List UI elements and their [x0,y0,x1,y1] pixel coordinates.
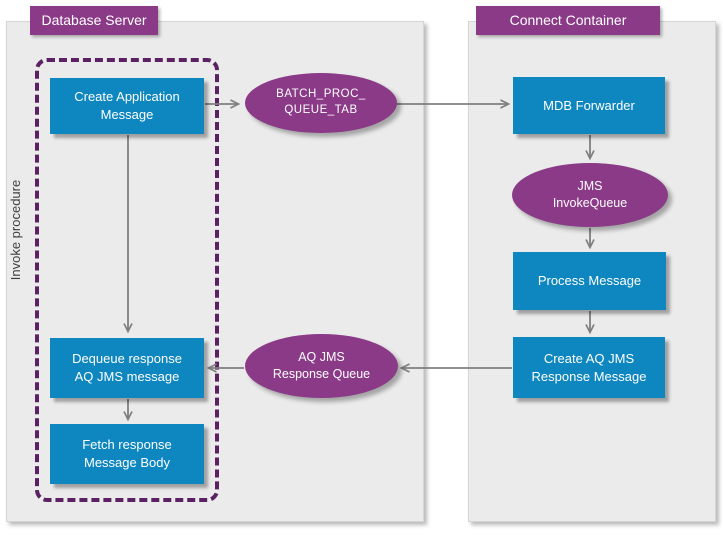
queue-label-line: InvokeQueue [552,196,628,210]
queue-label-line: JMS [577,179,603,194]
fetch-response-message-body-box: Fetch response Message Body [50,424,204,484]
node-label-line: MDB Forwarder [543,97,635,113]
dequeue-response-aq-jms-message-box: Dequeue response AQ JMS message [50,338,204,398]
node-label-line: Process Message [537,273,642,289]
node-label-line: Create AQ JMS [543,350,635,366]
node-label-line: Message Body [84,455,170,470]
node-label-line: Message [100,107,154,122]
database-server-title: Database Server [30,6,158,35]
node-label-line: AQ JMS message [74,369,180,384]
create-aq-jms-response-message-box: Create AQ JMS Response Message [513,337,665,398]
mdb-forwarder-box: MDB Forwarder [513,77,665,134]
jms-invoke-queue-ellipse: JMS InvokeQueue [512,163,668,227]
node-label-line: Dequeue response [72,351,182,367]
node-label-line: Fetch response [82,437,172,453]
queue-label-line: BATCH_PROC_ [276,88,366,101]
process-message-box: Process Message [513,252,666,310]
aq-jms-response-queue-ellipse: AQ JMS Response Queue [245,334,398,398]
node-label-line: Create Application [74,89,180,105]
invoke-procedure-group-border [35,58,219,502]
batch-proc-queue-tab-ellipse: BATCH_PROC_ QUEUE_TAB [245,73,397,133]
node-label-line: Response Message [531,368,647,384]
create-application-message-box: Create Application Message [50,78,204,134]
queue-label-line: QUEUE_TAB [284,104,358,116]
connect-container-title: Connect Container [476,6,660,35]
queue-label-line: AQ JMS [298,350,345,365]
queue-label-line: Response Queue [272,367,371,381]
